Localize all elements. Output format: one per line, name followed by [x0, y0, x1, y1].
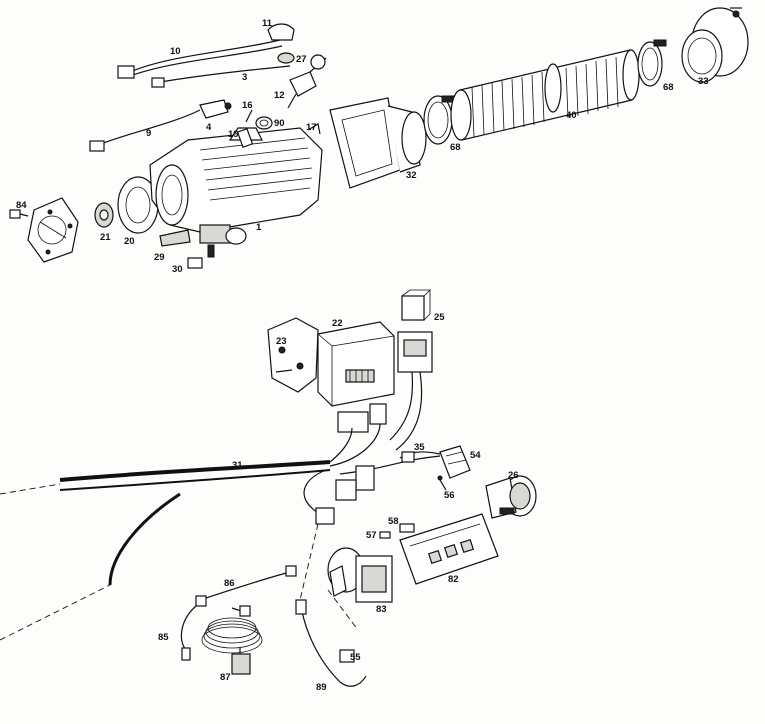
nut-part — [277, 52, 295, 64]
callout-33: 33 — [698, 76, 709, 87]
mounting-bracket — [267, 317, 319, 393]
callout-57: 57 — [366, 530, 377, 541]
sensor-probe — [181, 647, 191, 661]
callout-83: 83 — [376, 604, 387, 615]
hose-clamp-right — [637, 39, 667, 87]
callout-17: 17 — [306, 122, 317, 133]
glow-plug — [236, 109, 254, 148]
callout-68-left: 68 — [450, 142, 461, 153]
callout-9: 9 — [146, 128, 151, 139]
callout-29: 29 — [154, 252, 165, 263]
plug-connector-b — [151, 77, 165, 88]
control-unit — [317, 321, 395, 407]
callout-11: 11 — [262, 18, 273, 29]
fan-wheel-part — [94, 202, 114, 228]
callout-86: 86 — [224, 578, 235, 589]
callout-10: 10 — [170, 46, 181, 57]
end-cover-plate — [27, 197, 79, 263]
gasket-part — [159, 229, 191, 247]
cable-upper — [129, 39, 281, 73]
air-outlet — [681, 7, 749, 83]
rotary-switch — [485, 475, 537, 519]
clip-part — [187, 257, 203, 269]
callout-56: 56 — [444, 490, 455, 501]
inline-connector-b — [335, 479, 357, 501]
inline-connector — [355, 465, 375, 491]
callout-82: 82 — [448, 574, 459, 585]
timer-module — [327, 547, 393, 603]
callout-25: 25 — [434, 312, 445, 323]
coiled-cable — [201, 617, 263, 675]
hose-clamp-left — [423, 95, 455, 145]
callout-35: 35 — [414, 442, 425, 453]
small-clip — [307, 123, 321, 135]
switch-connector — [439, 445, 471, 479]
callout-85: 85 — [158, 632, 169, 643]
relay — [401, 289, 431, 321]
callout-20: 20 — [124, 236, 135, 247]
sensor-cable-86 — [199, 571, 291, 601]
callout-90: 90 — [274, 118, 285, 129]
callout-31: 31 — [232, 460, 243, 471]
inline-connector-c — [315, 507, 335, 525]
plug-connector-a — [117, 65, 135, 79]
terminal-pin — [439, 479, 447, 491]
callout-68-right: 68 — [663, 82, 674, 93]
callout-4: 4 — [206, 122, 212, 133]
callout-30: 30 — [172, 264, 183, 275]
plug-connector-c — [337, 411, 369, 433]
flexible-duct — [450, 49, 640, 141]
callout-22: 22 — [332, 318, 343, 329]
callout-27: 27 — [296, 54, 307, 65]
callout-32: 32 — [406, 170, 417, 181]
terminal-58 — [399, 523, 415, 533]
dashed-lead-a — [299, 523, 319, 601]
plug-connector-d — [369, 403, 387, 425]
sensor-cable-85 — [180, 605, 197, 651]
sensor-connector — [89, 140, 105, 152]
callout-87: 87 — [220, 672, 231, 683]
sensor-bracket — [199, 99, 229, 119]
callout-23: 23 — [276, 336, 287, 347]
temp-sensor — [287, 54, 327, 109]
cable-lower — [159, 65, 291, 83]
relay-socket — [397, 331, 433, 373]
callout-26: 26 — [508, 470, 519, 481]
terminal-57 — [379, 531, 391, 539]
screw-part — [9, 209, 29, 219]
main-wiring-harness — [59, 371, 441, 586]
harness-continuation — [0, 483, 61, 495]
callout-89: 89 — [316, 682, 327, 693]
callout-1: 1 — [256, 222, 262, 233]
callout-21: 21 — [100, 232, 111, 243]
timer-panel — [399, 513, 499, 585]
callout-55: 55 — [350, 652, 361, 663]
air-intake-hood — [329, 97, 427, 189]
callout-58: 58 — [388, 516, 399, 527]
heater-body — [149, 127, 323, 258]
dashed-lead-b — [327, 589, 359, 631]
callout-19: 19 — [228, 129, 239, 140]
sealing-ring — [255, 116, 273, 130]
cable-89 — [299, 599, 367, 687]
cable-clip — [267, 23, 295, 41]
callout-84: 84 — [16, 200, 27, 211]
callout-54: 54 — [470, 450, 481, 461]
harness-continuation-lower — [0, 584, 111, 641]
callout-40: 40 — [566, 110, 577, 121]
callout-12: 12 — [274, 90, 285, 101]
callout-3: 3 — [242, 72, 247, 83]
callout-16: 16 — [242, 100, 253, 111]
cable-connector-55 — [339, 649, 355, 663]
